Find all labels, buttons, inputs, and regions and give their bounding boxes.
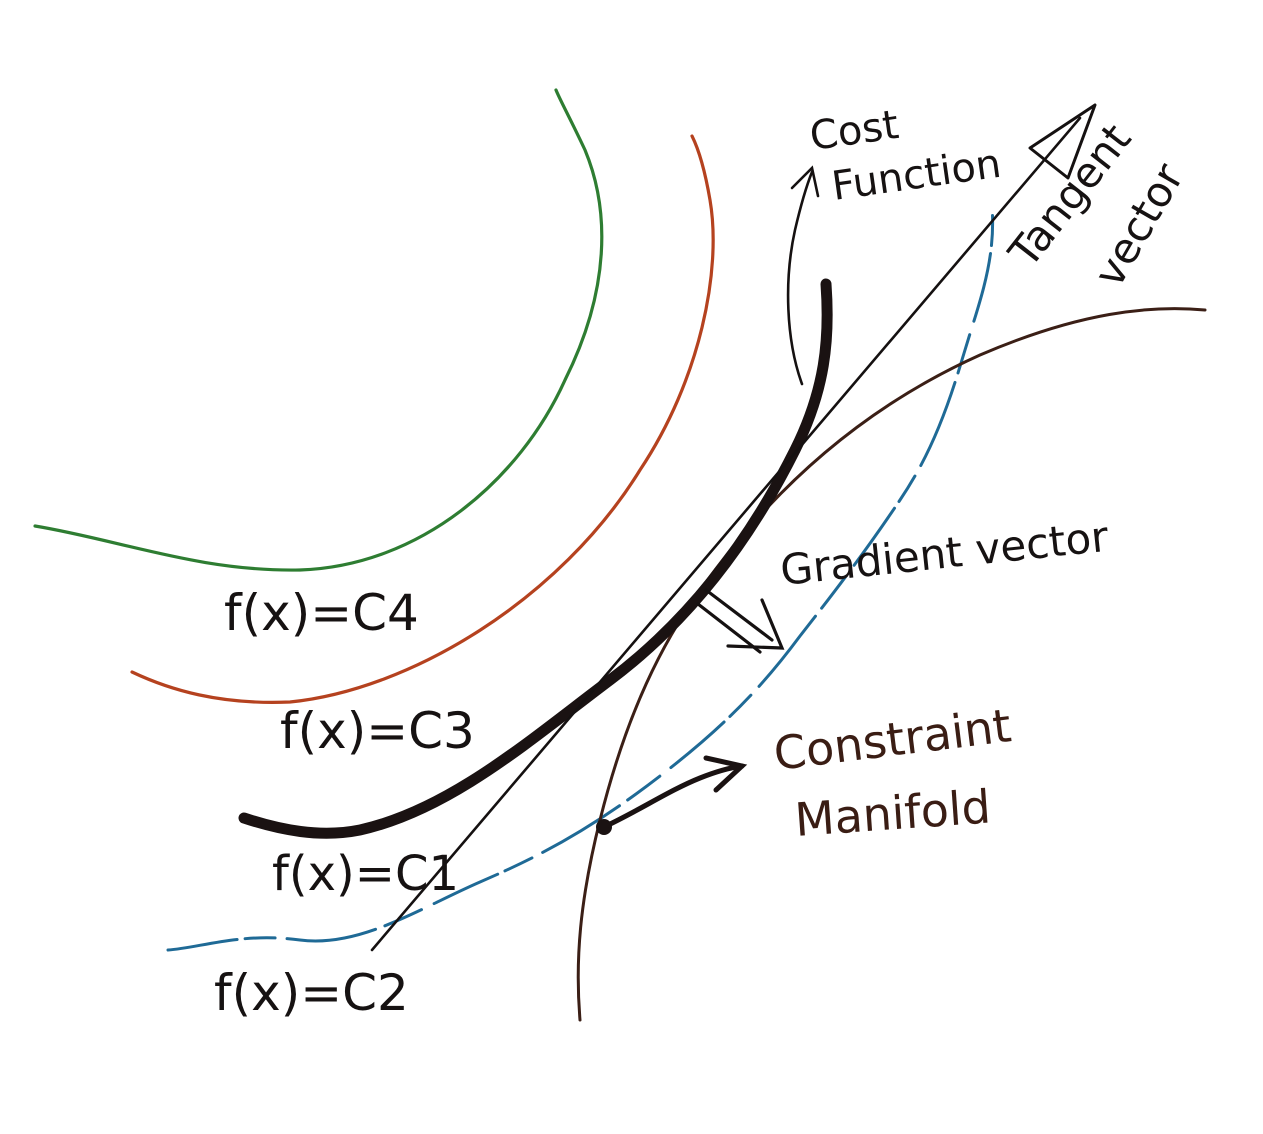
cost-function-label-line1: Cost (807, 102, 901, 160)
level-curve-c3 (130, 134, 715, 704)
constraint-manifold-label-line1: Constraint (771, 698, 1014, 781)
level-curve-c2 (166, 204, 995, 952)
level-label-c1: f(x)=C1 (272, 846, 459, 902)
level-label-c4: f(x)=C4 (224, 584, 419, 642)
tangent-vector-line (370, 116, 1082, 952)
level-label-c3: f(x)=C3 (280, 702, 475, 760)
gradient-vector-label: Gradient vector (778, 512, 1111, 595)
gradient-vector-arrow (696, 588, 785, 654)
constraint-pointer-arrow (603, 755, 748, 829)
level-curve-c1 (238, 278, 833, 839)
cost-function-pointer-arrow (786, 165, 820, 386)
constraint-manifold-label-line2: Manifold (793, 779, 992, 847)
level-curve-c4 (33, 88, 604, 572)
level-label-c2: f(x)=C2 (214, 964, 409, 1022)
tangent-vector-arrowhead (1028, 103, 1097, 180)
